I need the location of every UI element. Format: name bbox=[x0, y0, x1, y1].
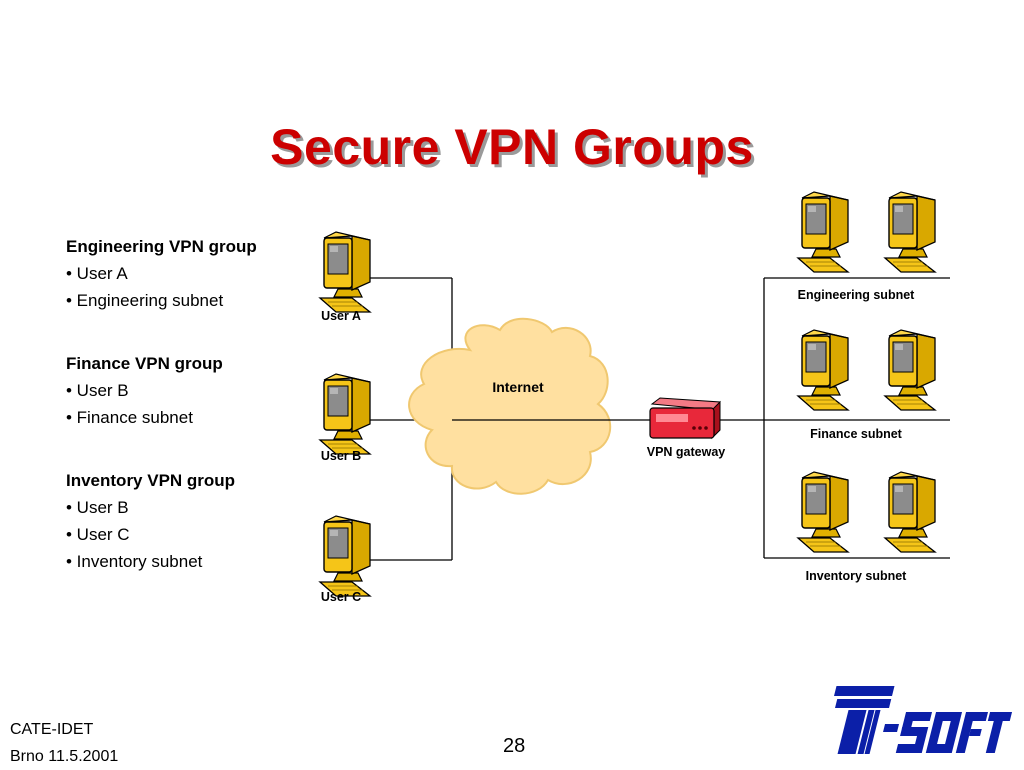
internet-cloud bbox=[408, 317, 612, 495]
subnet-links bbox=[763, 277, 950, 559]
group-name: Finance VPN group bbox=[66, 354, 223, 373]
tsoft-logo bbox=[834, 686, 1012, 754]
page-number: 28 bbox=[503, 735, 526, 757]
group-inventory: Inventory VPN group • User B • User C • … bbox=[66, 467, 257, 575]
group-name: Inventory VPN group bbox=[66, 471, 236, 490]
finance-computer-icon bbox=[884, 329, 936, 411]
vpn-gateway-icon bbox=[649, 397, 721, 440]
footer-event: CATE-IDET bbox=[10, 721, 94, 738]
engineering-computer-icon bbox=[884, 191, 936, 273]
group-item: • User A bbox=[66, 264, 128, 283]
engineering-subnet-label: Engineering subnet bbox=[798, 288, 916, 302]
user-a-computer-icon bbox=[319, 231, 371, 313]
group-item: • Inventory subnet bbox=[66, 552, 203, 571]
slide-title: Secure VPN Groups bbox=[270, 119, 754, 175]
finance-subnet-label: Finance subnet bbox=[810, 427, 903, 441]
vpn-groups-list: Engineering VPN group • User A • Enginee… bbox=[66, 233, 257, 611]
engineering-computer-icon bbox=[797, 191, 849, 273]
inventory-computer-icon bbox=[797, 471, 849, 553]
finance-computer-icon bbox=[797, 329, 849, 411]
footer-date: Brno 11.5.2001 bbox=[10, 748, 119, 765]
user-b-label: User B bbox=[321, 449, 361, 463]
user-c-label: User C bbox=[321, 590, 361, 604]
group-item: • Finance subnet bbox=[66, 408, 193, 427]
group-item: • User B bbox=[66, 498, 129, 517]
group-finance: Finance VPN group • User B • Finance sub… bbox=[66, 350, 257, 431]
user-b-computer-icon bbox=[319, 373, 371, 455]
group-item: • Engineering subnet bbox=[66, 291, 224, 310]
group-name: Engineering VPN group bbox=[66, 237, 257, 256]
inventory-computer-icon bbox=[884, 471, 936, 553]
user-a-label: User A bbox=[321, 309, 361, 323]
group-item: • User B bbox=[66, 381, 129, 400]
group-engineering: Engineering VPN group • User A • Enginee… bbox=[66, 233, 257, 314]
footer: CATE-IDET Brno 11.5.2001 bbox=[10, 716, 118, 770]
inventory-subnet-label: Inventory subnet bbox=[806, 569, 908, 583]
group-item: • User C bbox=[66, 525, 130, 544]
vpn-gateway-label: VPN gateway bbox=[647, 445, 726, 459]
user-c-computer-icon bbox=[319, 515, 371, 597]
internet-label: Internet bbox=[492, 379, 544, 395]
